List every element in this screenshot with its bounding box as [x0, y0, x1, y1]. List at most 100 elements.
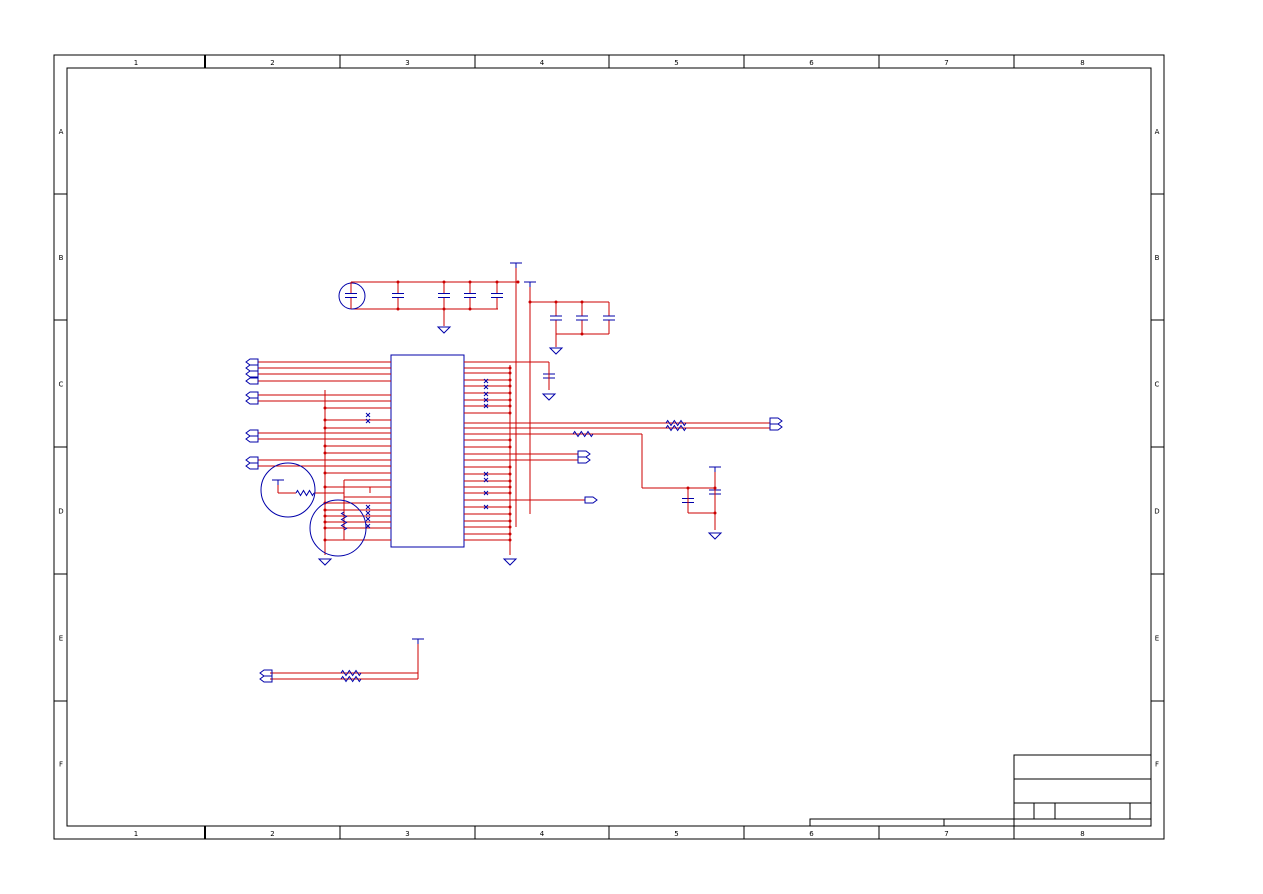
ground-symbols	[317, 326, 723, 566]
row-labels-left: A B C D E F	[54, 128, 67, 769]
capacitor-icon	[345, 282, 357, 309]
power-symbols	[272, 262, 721, 644]
column-label: 3	[405, 830, 409, 838]
decoupling-cap-group-2	[528, 285, 609, 514]
capacitor-icon	[438, 282, 450, 309]
column-label: 2	[270, 59, 274, 67]
no-connect-icon	[483, 490, 489, 496]
column-label: 3	[405, 59, 409, 67]
row-label: F	[59, 761, 63, 769]
no-connect-icon	[365, 504, 371, 510]
resistor-icon	[665, 419, 687, 427]
offpage-connector-icon	[245, 377, 259, 385]
column-label: 7	[944, 830, 948, 838]
right-wiring	[464, 282, 770, 555]
ground-icon	[541, 393, 557, 401]
sheet-frame	[53, 54, 1165, 840]
power-rail-icon	[510, 262, 522, 268]
ground-icon	[436, 326, 452, 334]
offpage-connector-icon	[245, 462, 259, 470]
bottom-wiring	[270, 642, 419, 680]
row-label: B	[1155, 254, 1160, 262]
column-label: 8	[1080, 59, 1084, 67]
row-label: A	[59, 128, 64, 136]
resistor-icon	[665, 424, 687, 432]
row-label: B	[59, 254, 64, 262]
capacitor-icon	[392, 282, 404, 309]
column-labels-bottom: 1 2 3 4 5 6 7 8	[134, 826, 1085, 839]
offpage-connector-icon	[245, 391, 259, 399]
left-wiring	[260, 390, 391, 557]
column-label: 6	[809, 59, 814, 67]
column-label: 4	[540, 59, 545, 67]
column-label: 1	[134, 59, 138, 67]
ground-icon	[502, 558, 518, 566]
no-connect-icon	[483, 477, 489, 483]
capacitor-icon	[464, 282, 476, 309]
power-rail-icon	[524, 281, 536, 287]
column-label: 1	[134, 830, 138, 838]
offpage-connector-icon	[245, 370, 259, 378]
column-label: 6	[809, 830, 814, 838]
resistor-icon	[340, 675, 362, 683]
ic-pin-wires	[258, 361, 512, 542]
row-label: E	[59, 635, 63, 643]
no-connect-icon	[365, 510, 371, 516]
power-rail-icon	[412, 638, 424, 644]
column-label: 5	[674, 830, 678, 838]
column-label: 5	[674, 59, 678, 67]
resistor-icon	[340, 669, 362, 677]
capacitor-icon	[576, 302, 588, 334]
no-connect-icon	[483, 471, 489, 477]
resistor-icon	[340, 511, 348, 531]
resistors	[295, 419, 687, 683]
offpage-connector-icon	[769, 423, 783, 431]
capacitor-icon	[603, 302, 615, 334]
no-connect-icon	[365, 516, 371, 522]
row-label: F	[1155, 761, 1159, 769]
offpage-connector-icon	[259, 675, 273, 683]
column-label: 4	[540, 830, 545, 838]
column-label: 8	[1080, 830, 1084, 838]
main-ic-body	[390, 354, 465, 548]
no-connect-icon	[483, 397, 489, 403]
offpage-connectors	[245, 358, 783, 683]
title-block	[809, 754, 1152, 827]
ground-icon	[548, 347, 564, 355]
no-connect-icon	[365, 418, 371, 424]
highlight-circle	[260, 462, 316, 518]
resistor-icon	[295, 489, 315, 497]
offpage-connector-icon	[245, 364, 259, 372]
offpage-connector-icon	[245, 358, 259, 366]
offpage-connector-icon	[769, 417, 783, 425]
no-connect-icon	[483, 391, 489, 397]
no-connect-icon	[483, 403, 489, 409]
no-connect-icon	[365, 523, 371, 529]
no-connect-icon	[483, 378, 489, 384]
row-label: C	[1155, 381, 1160, 389]
offpage-connector-icon	[245, 429, 259, 437]
ground-icon	[707, 532, 723, 540]
capacitors-top	[345, 282, 721, 513]
no-connect-icon	[483, 504, 489, 510]
offpage-connector-icon	[584, 496, 598, 504]
no-connect-icon	[483, 384, 489, 390]
offpage-connector-icon	[245, 456, 259, 464]
power-rail-icon	[709, 466, 721, 472]
row-label: D	[58, 508, 63, 516]
row-label: A	[1155, 128, 1160, 136]
no-connect-icon	[365, 412, 371, 418]
power-rail-icon	[272, 479, 284, 485]
column-label: 2	[270, 830, 274, 838]
decoupling-cap-group-1	[338, 266, 520, 326]
row-label: C	[59, 381, 64, 389]
row-label: E	[1155, 635, 1159, 643]
offpage-connector-icon	[245, 397, 259, 405]
no-connect-marks	[365, 378, 489, 529]
ground-icon	[317, 558, 333, 566]
highlight-circle	[338, 282, 366, 310]
offpage-connector-icon	[577, 456, 591, 464]
